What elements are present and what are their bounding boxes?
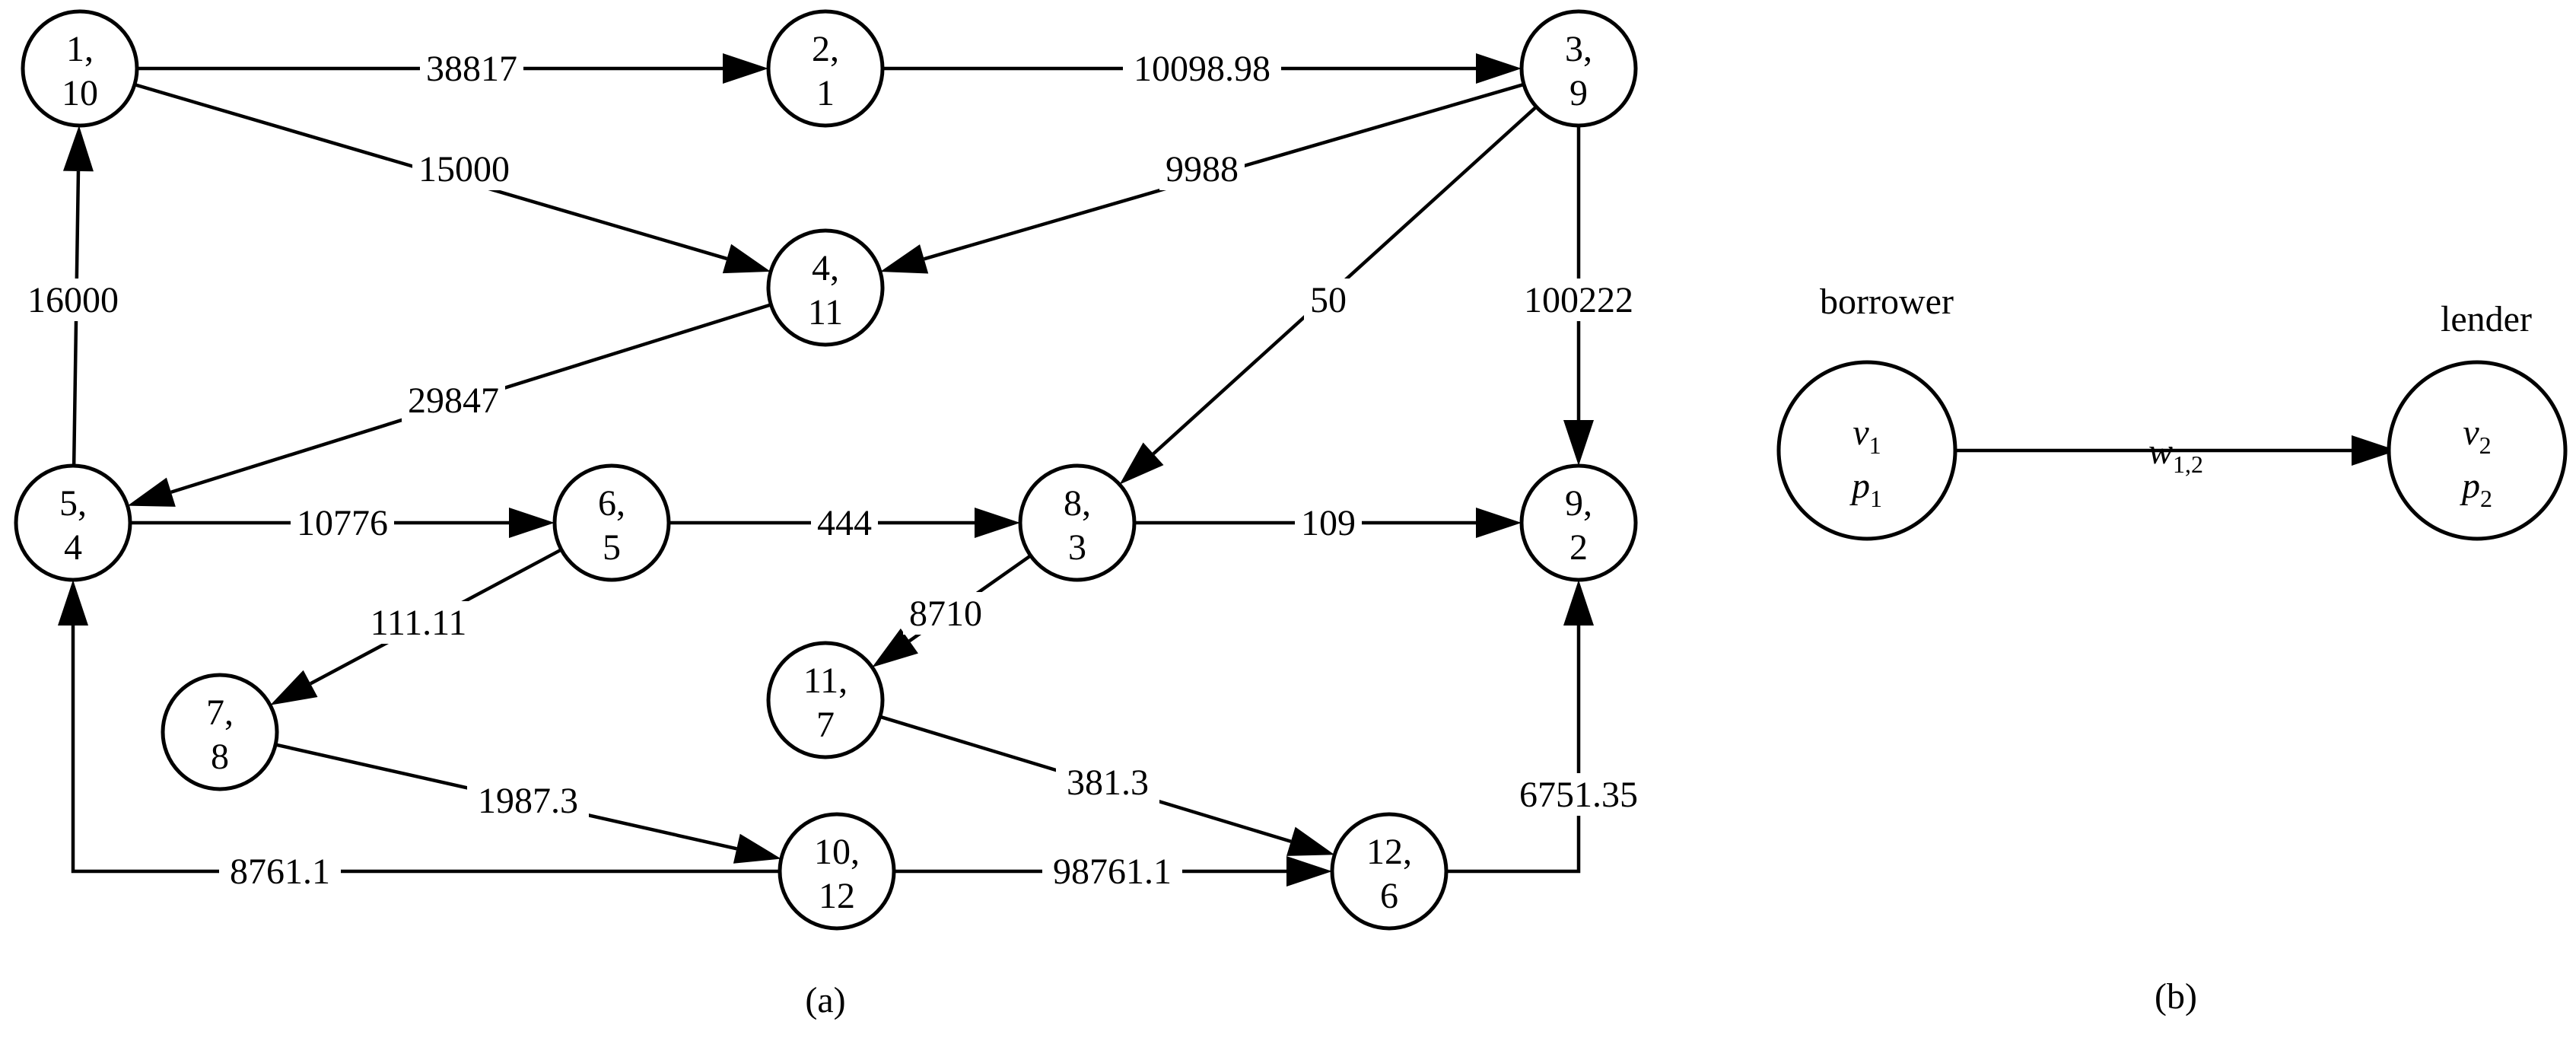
edge-n5-n6: 10776 (130, 501, 555, 544)
node-id-n4: 4, (812, 248, 839, 288)
node-n3: 3,9 (1519, 9, 1638, 128)
edge-label-n10-n5: 8761.1 (230, 852, 330, 892)
caption-b: (b) (2155, 976, 2197, 1017)
node-id-n8: 8, (1064, 483, 1091, 524)
edge-n4-n5: 29847 (127, 303, 772, 507)
node-value-n5: 4 (64, 527, 82, 568)
node-n1: 1,10 (21, 9, 139, 128)
edge-n1-n2: 38817 (137, 47, 768, 90)
edge-n10-n12: 98761.1 (894, 850, 1332, 893)
node-value-n10: 12 (819, 876, 855, 916)
node-value-n8: 3 (1068, 527, 1086, 568)
svg-text:v2: v2 (2463, 412, 2491, 459)
node-value-n11: 7 (816, 705, 835, 745)
edge-n8-n11: 8710 (872, 554, 1032, 667)
node-n5: 5,4 (14, 463, 132, 582)
node-value-n7: 8 (211, 737, 229, 777)
node-id-n1: 1, (66, 29, 94, 69)
edge-label-n12-n9: 6751.35 (1519, 775, 1638, 815)
edge-label-n2-n3: 10098.98 (1134, 49, 1271, 89)
node-id-n11: 11, (803, 661, 848, 701)
node-id-n10: 10, (814, 832, 860, 872)
edge-label-n8-n9: 109 (1301, 503, 1356, 543)
edge-label-n7-n10: 1987.3 (478, 781, 578, 821)
node-id-n5: 5, (59, 483, 87, 524)
edge-label-n6-n7: 111.11 (370, 603, 467, 643)
node-value-n4: 11 (808, 292, 843, 333)
edge-label-n1-n2: 38817 (426, 49, 517, 89)
edge-n2-n3: 10098.98 (883, 47, 1522, 90)
edge-label-n4-n5: 29847 (408, 380, 499, 421)
svg-text:p2: p2 (2460, 466, 2492, 512)
node-id-n7: 7, (206, 692, 234, 733)
edge-n6-n7: 111.11 (270, 548, 562, 705)
node-value-n12: 6 (1380, 876, 1398, 916)
node-v2: v2 p2 (2387, 360, 2568, 541)
node-v1: v1 p1 (1776, 360, 1957, 541)
panel-b: borrower lender w1,2 v1 p1 v2 p2 (1776, 282, 2568, 541)
node-n10: 10,12 (778, 812, 896, 931)
node-id-n9: 9, (1565, 483, 1592, 524)
edge-label-n10-n12: 98761.1 (1053, 852, 1172, 892)
node-id-n12: 12, (1366, 832, 1412, 872)
node-value-n2: 1 (816, 73, 835, 113)
edge-label-n1-n4: 15000 (418, 149, 510, 189)
edge-n11-n12: 381.3 (879, 715, 1335, 856)
edge-label-n6-n8: 444 (817, 503, 872, 543)
node-n9: 9,2 (1519, 463, 1638, 582)
nodes-layer: 1,102,13,94,115,46,57,88,39,210,1211,712… (14, 9, 1638, 931)
node-n4: 4,11 (766, 228, 885, 347)
edge-n12-n9: 6751.35 (1446, 580, 1649, 874)
svg-text:v1: v1 (1852, 412, 1881, 459)
edge-label-n3-n4: 9988 (1166, 149, 1239, 189)
edge-n6-n8: 444 (669, 501, 1020, 544)
edge-label-n3-n8: 50 (1310, 280, 1347, 320)
edge-label-n3-n9: 100222 (1524, 280, 1633, 320)
edge-label-w12: w1,2 (2148, 431, 2203, 478)
edge-n8-n9: 109 (1134, 501, 1522, 544)
edge-n3-n4: 9988 (880, 82, 1525, 274)
edge-n3-n9: 100222 (1518, 126, 1639, 466)
edge-n5-n1: 16000 (21, 125, 125, 466)
edge-n10-n5: 8761.1 (58, 580, 780, 893)
edge-n1-n4: 15000 (134, 82, 771, 274)
svg-text:p1: p1 (1849, 466, 1882, 512)
edge-label-n5-n6: 10776 (297, 503, 388, 543)
node-n11: 11,7 (766, 641, 885, 759)
borrower-label: borrower (1820, 282, 1954, 322)
edge-n7-n10: 1987.3 (275, 743, 781, 864)
node-n8: 8,3 (1018, 463, 1137, 582)
node-n7: 7,8 (161, 673, 279, 791)
node-value-n6: 5 (603, 527, 621, 568)
edge-label-n11-n12: 381.3 (1067, 762, 1149, 803)
node-id-n6: 6, (598, 483, 625, 524)
node-n6: 6,5 (552, 463, 671, 582)
node-n12: 12,6 (1330, 812, 1449, 931)
edge-label-n5-n1: 16000 (27, 280, 119, 320)
node-id-n3: 3, (1565, 29, 1592, 69)
node-id-n2: 2, (812, 29, 839, 69)
caption-a: (a) (805, 980, 845, 1020)
node-value-n1: 10 (62, 73, 98, 113)
edge-n3-n8: 50 (1119, 105, 1538, 485)
node-n2: 2,1 (766, 9, 885, 128)
edge-w12: w1,2 (1955, 431, 2397, 478)
node-value-n9: 2 (1569, 527, 1588, 568)
node-value-n3: 9 (1569, 73, 1588, 113)
lender-label: lender (2441, 299, 2532, 339)
edge-label-n8-n11: 8710 (909, 594, 982, 634)
